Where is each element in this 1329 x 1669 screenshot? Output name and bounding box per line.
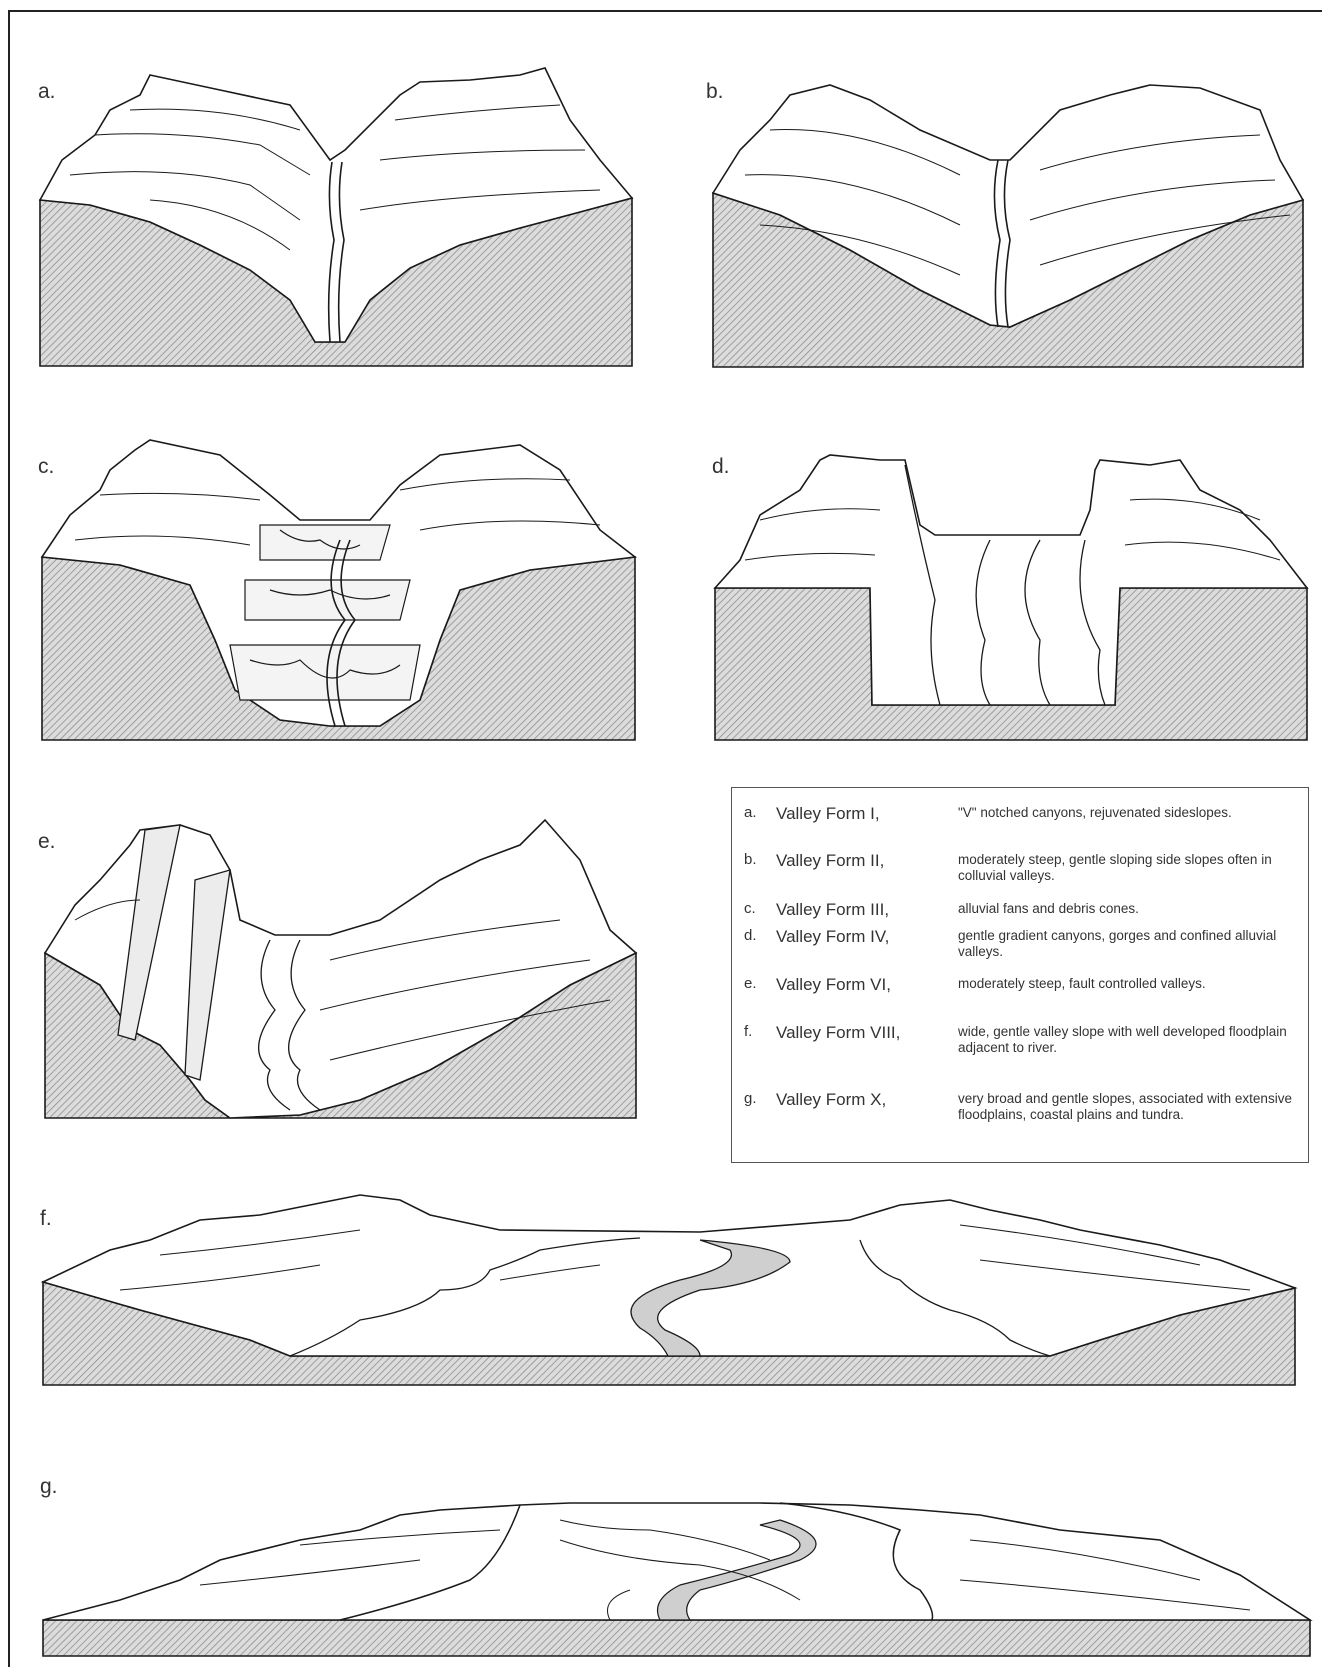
- legend-item-name: Valley Form VI,: [776, 975, 891, 995]
- legend-item-name: Valley Form III,: [776, 900, 889, 920]
- panel-c-block: [42, 440, 635, 740]
- panel-b-block: [713, 85, 1303, 367]
- legend-box: a. Valley Form I, "V" notched canyons, r…: [731, 787, 1309, 1163]
- legend-item-letter: g.: [744, 1090, 757, 1107]
- legend-item-description: "V" notched canyons, rejuvenated sideslo…: [958, 805, 1298, 821]
- panel-g-label: g.: [40, 1475, 58, 1499]
- panel-e-label: e.: [38, 830, 56, 854]
- panel-g-block: [43, 1503, 1310, 1656]
- legend-item-description: moderately steep, fault controlled valle…: [958, 976, 1298, 992]
- panel-e-block: [45, 820, 636, 1118]
- legend-item-description: alluvial fans and debris cones.: [958, 901, 1298, 917]
- legend-item-letter: f.: [744, 1023, 752, 1040]
- legend-item-name: Valley Form VIII,: [776, 1023, 900, 1043]
- legend-item-description: wide, gentle valley slope with well deve…: [958, 1024, 1298, 1056]
- legend-item-letter: d.: [744, 927, 757, 944]
- legend-item-name: Valley Form X,: [776, 1090, 886, 1110]
- legend-item-name: Valley Form I,: [776, 804, 880, 824]
- panel-g-cross-section: [43, 1620, 1310, 1656]
- panel-d-block: [715, 455, 1307, 740]
- legend-item-description: very broad and gentle slopes, associated…: [958, 1091, 1298, 1123]
- legend-item-description: gentle gradient canyons, gorges and conf…: [958, 928, 1298, 960]
- panel-c-label: c.: [38, 455, 54, 479]
- legend-item-letter: c.: [744, 900, 756, 917]
- legend-item-letter: e.: [744, 975, 757, 992]
- panel-f-block: [43, 1195, 1295, 1385]
- legend-item-description: moderately steep, gentle sloping side sl…: [958, 852, 1298, 884]
- panel-f-label: f.: [40, 1207, 52, 1231]
- legend-item-name: Valley Form IV,: [776, 927, 889, 947]
- panel-a-block: [40, 68, 632, 366]
- legend-item-letter: b.: [744, 851, 757, 868]
- legend-item-name: Valley Form II,: [776, 851, 884, 871]
- panel-a-label: a.: [38, 80, 56, 104]
- panel-b-label: b.: [706, 80, 724, 104]
- panel-d-label: d.: [712, 455, 730, 479]
- legend-item-letter: a.: [744, 804, 757, 821]
